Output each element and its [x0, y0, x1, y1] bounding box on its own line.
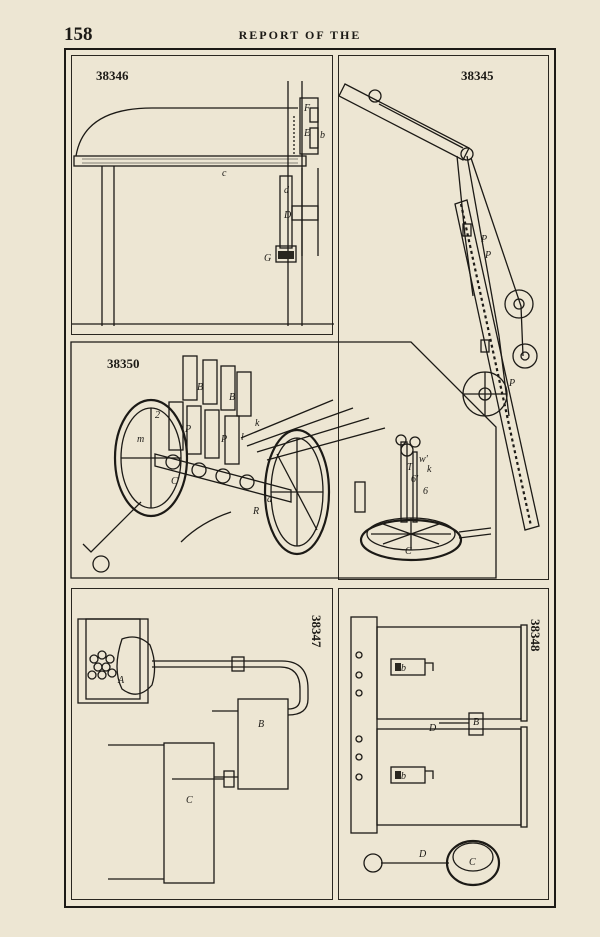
fig38350-label-C: C — [171, 476, 178, 487]
fig38350-label-6: 6 — [423, 486, 428, 497]
fig38348-label-B: B — [473, 717, 479, 728]
fig38345-label-P1: P — [480, 234, 487, 245]
fig38346-label-d: d — [284, 185, 290, 196]
plate-frame — [64, 48, 556, 908]
figure-38345-drawing: P P P — [338, 83, 540, 531]
fig38350-label-P1: P — [184, 424, 191, 435]
running-head: REPORT OF THE — [238, 28, 362, 42]
fig38350-label-k: k — [255, 418, 260, 429]
fig38345-label-P2: P — [484, 250, 491, 261]
fig38350-label-l: l — [241, 432, 244, 443]
fig38347-label-C: C — [186, 795, 193, 806]
fig38346-top-board — [73, 155, 307, 167]
page-number: 158 — [64, 24, 93, 45]
figure-38346-number: 38346 — [96, 68, 129, 83]
fig38350-label-m: m — [137, 434, 144, 445]
fig38350-label-C2: C — [405, 546, 412, 557]
fig38350-label-B1: B — [197, 382, 203, 393]
figure-38350-number: 38350 — [107, 356, 140, 371]
fig38350-label-P2: P — [220, 434, 227, 445]
fig38348-label-D2: D — [418, 849, 427, 860]
figure-38348-drawing: b b B D D C — [350, 616, 528, 887]
fig38346-label-c: c — [222, 168, 227, 179]
figure-38350-drawing: B B P P l k m 2 C a R w' T k 6' 6 C — [82, 355, 492, 573]
fig38346-label-D: D — [283, 210, 292, 221]
figure-38347-panel: 38347 — [71, 588, 333, 900]
fig38346-label-F: F — [303, 103, 311, 114]
fig38350-label-k2: k — [427, 464, 432, 475]
fig38346-label-b: b — [320, 130, 325, 141]
fig38347-label-A: A — [117, 675, 125, 686]
figure-38350-frame — [70, 341, 497, 579]
fig38350-label-2: 2 — [155, 410, 160, 421]
fig38346-label-G: G — [264, 253, 271, 264]
fig38350-label-6prime: 6' — [411, 474, 419, 485]
fig38348-label-b1: b — [401, 663, 406, 674]
fig38347-label-B: B — [258, 719, 264, 730]
fig38350-label-a: a — [267, 494, 272, 505]
figure-38345-number: 38345 — [461, 68, 494, 83]
fig38346-label-E: E — [303, 128, 310, 139]
figure-38346-drawing: F E b c d D G — [72, 81, 334, 326]
fig38350-label-T: T — [407, 462, 414, 473]
fig38348-label-C: C — [469, 857, 476, 868]
figure-38350-panel: 38350 — [70, 341, 497, 580]
fig38350-label-w: w' — [419, 454, 429, 465]
fig38350-label-R: R — [252, 506, 259, 517]
fig38348-label-b2: b — [401, 771, 406, 782]
coal-pile — [87, 650, 117, 680]
figure-38348-panel: 38348 b — [338, 588, 549, 900]
figure-38347-drawing: A B C — [77, 618, 309, 884]
fig38348-label-D1: D — [428, 723, 437, 734]
fig38350-label-B2: B — [229, 392, 235, 403]
fig38345-label-P3: P — [508, 378, 515, 389]
figure-38346-panel: 38346 F — [71, 55, 334, 335]
figure-38345-panel: 38345 P — [338, 55, 549, 580]
